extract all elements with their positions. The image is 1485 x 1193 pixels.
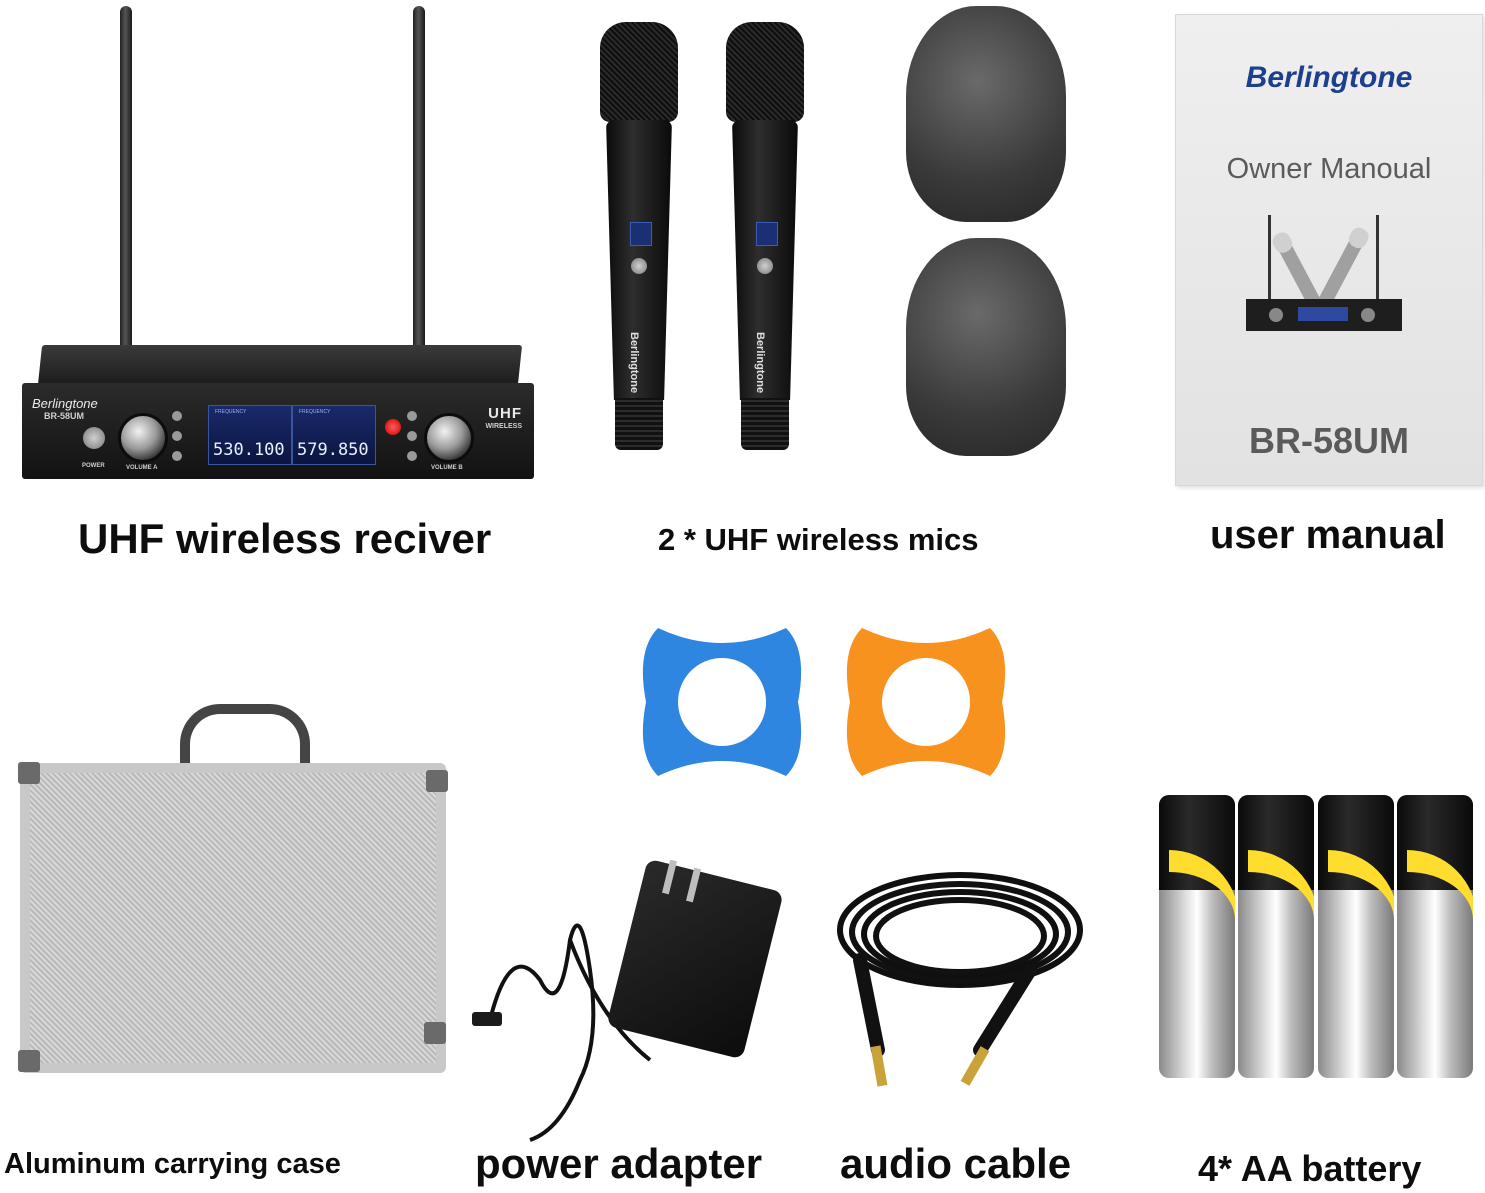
frequency-a: 530.100 bbox=[213, 440, 285, 460]
case-corner bbox=[426, 770, 448, 792]
case-corner bbox=[18, 762, 40, 784]
red-indicator-button bbox=[385, 419, 401, 435]
volume-a-knob bbox=[118, 413, 168, 463]
manual-brand: Berlingtone bbox=[1245, 61, 1413, 94]
mic-grille bbox=[600, 22, 678, 122]
right-antenna bbox=[413, 6, 425, 351]
receiver-model: BR-58UM bbox=[44, 411, 85, 421]
orange-anti-roll-ring bbox=[846, 628, 1006, 776]
mic-brand: Berlingtone bbox=[754, 332, 766, 394]
audio-cable bbox=[837, 872, 1083, 1087]
left-antenna bbox=[120, 6, 132, 351]
receiver-unit: Berlingtone BR-58UM UHF WIRELESS POWER V… bbox=[22, 345, 534, 480]
volume-b-label: VOLUME B bbox=[431, 465, 463, 471]
button-icon bbox=[172, 431, 182, 441]
power-button bbox=[83, 427, 105, 449]
owner-manual: Berlingtone Owner Manoual BR-58UM bbox=[1175, 14, 1483, 486]
manual-title: Owner Manoual bbox=[1226, 153, 1432, 185]
microphone: Berlingtone bbox=[600, 22, 678, 452]
caption-case: Aluminum carrying case bbox=[4, 1148, 341, 1180]
case-corner bbox=[18, 1050, 40, 1072]
mic-screen bbox=[630, 222, 652, 246]
mic-power-button bbox=[631, 258, 647, 274]
button-icon bbox=[172, 451, 182, 461]
lcd-display-a: FREQUENCY 530.100 bbox=[208, 405, 292, 465]
receiver-brand: Berlingtone bbox=[32, 396, 98, 411]
mic-grille bbox=[726, 22, 804, 122]
mic-brand: Berlingtone bbox=[628, 332, 640, 394]
receiver-wireless-label: WIRELESS bbox=[485, 423, 522, 430]
aa-battery bbox=[1318, 795, 1394, 1078]
blue-anti-roll-ring bbox=[642, 628, 802, 776]
aa-battery bbox=[1397, 795, 1473, 1078]
adapter-cord bbox=[472, 923, 652, 1142]
volume-b-knob bbox=[424, 413, 474, 463]
foam-windscreen bbox=[906, 6, 1066, 222]
button-icon bbox=[172, 411, 182, 421]
power-label: POWER bbox=[82, 463, 105, 469]
button-icon bbox=[407, 431, 417, 441]
button-icon bbox=[407, 451, 417, 461]
case-corner bbox=[424, 1022, 446, 1044]
lcd-display-b: FREQUENCY 579.850 bbox=[292, 405, 376, 465]
microphone: Berlingtone bbox=[726, 22, 804, 452]
caption-receiver: UHF wireless reciver bbox=[78, 515, 492, 562]
aa-battery bbox=[1238, 795, 1314, 1078]
caption-manual: user manual bbox=[1210, 513, 1446, 557]
manual-product-illustration bbox=[1246, 215, 1402, 331]
frequency-b: 579.850 bbox=[297, 440, 369, 460]
mic-power-button bbox=[757, 258, 773, 274]
caption-mics: 2 * UHF wireless mics bbox=[658, 522, 979, 557]
caption-adapter: power adapter bbox=[475, 1140, 763, 1187]
aluminum-case bbox=[20, 763, 446, 1073]
caption-battery: 4* AA battery bbox=[1198, 1148, 1422, 1189]
receiver-front-panel: Berlingtone BR-58UM UHF WIRELESS POWER V… bbox=[22, 383, 534, 479]
manual-model: BR-58UM bbox=[1248, 420, 1409, 461]
aa-battery bbox=[1159, 795, 1235, 1078]
volume-a-label: VOLUME A bbox=[126, 465, 158, 471]
case-handle bbox=[180, 704, 310, 774]
foam-windscreen bbox=[906, 238, 1066, 456]
button-icon bbox=[407, 411, 417, 421]
receiver-uhf-badge: UHF bbox=[488, 405, 522, 422]
mic-screen bbox=[756, 222, 778, 246]
caption-cable: audio cable bbox=[840, 1140, 1072, 1187]
